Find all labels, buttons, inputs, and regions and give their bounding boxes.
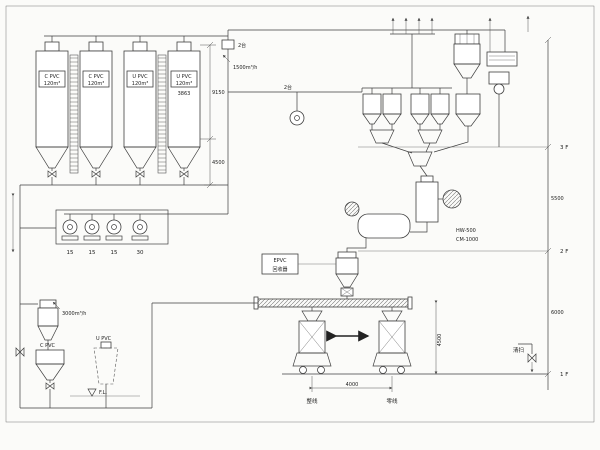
rotary-feeder: [488, 71, 510, 85]
blower-2: [83, 214, 101, 241]
silo-1-name: C PVC: [44, 74, 60, 80]
cleanout: 清扫: [513, 343, 537, 373]
receiving-hopper: [35, 349, 65, 365]
dust-filter-receiver: [390, 15, 530, 153]
hot-mixer-vessel: [415, 181, 439, 223]
blower-3: [105, 214, 123, 241]
cool-mixer-vessel: [357, 213, 411, 239]
ladder-1: [69, 54, 79, 174]
control-box: [486, 51, 518, 67]
bag-dump-station: 3000m³/h C PVC U PVC F.L.: [15, 185, 258, 409]
ladder-2: [157, 54, 167, 174]
day-bin-4: [430, 88, 450, 130]
day-bin-2: [382, 88, 402, 130]
flexible-bag: [93, 347, 119, 385]
dim-f3-f2: 5500: [551, 196, 564, 202]
dim-silo-height: 9150: [212, 90, 225, 96]
transfer-blower: [289, 110, 305, 126]
blower-1-power: 15: [67, 250, 74, 256]
silo-4: U PVC 120m³ 3863: [167, 41, 201, 185]
vent-arrows: [390, 15, 530, 88]
blower-4-power: 30: [137, 250, 144, 256]
blower-4: [131, 214, 149, 241]
dim-station-height: 4500: [437, 334, 443, 347]
floor-1f: 1 F: [560, 372, 568, 378]
units-label-top: 2台: [238, 42, 246, 49]
floor-2f: 2 F: [560, 249, 568, 255]
day-bin-1: [362, 88, 382, 130]
blower-room: 15 15 15 30: [11, 193, 228, 256]
upvc-label: U PVC: [96, 336, 112, 342]
packing-left-label: 整线: [306, 397, 318, 405]
hot-mixer-label: HW-500: [456, 228, 476, 234]
main-piping: 2台 1500m³/h 2台: [221, 29, 506, 214]
silo-4-capacity: 120m³: [176, 81, 192, 87]
hot-mixer-motor: [442, 189, 462, 209]
silo-2-name: C PVC: [88, 74, 104, 80]
dim-f2-f1: 6000: [551, 310, 564, 316]
airflow-bag-label: 3000m³/h: [62, 311, 86, 317]
diverter-valve: [221, 39, 235, 50]
silo-4-dim: 3863: [178, 91, 191, 97]
cpvc-label: C PVC: [40, 343, 56, 349]
packing-stations: 4000 4500 整线 零线: [282, 300, 548, 405]
storage-silos: C PVC 120m³ C PVC 120m³ U PVC 120m³: [20, 35, 228, 189]
blower-3-power: 15: [111, 250, 118, 256]
elevation-column: 3 F 2 F 1 F 5500 6000: [358, 36, 568, 390]
silo-2-capacity: 120m³: [88, 81, 104, 87]
station-filter: [37, 307, 59, 327]
cool-mixer-motor: [344, 201, 360, 217]
floor-3f: 3 F: [560, 145, 568, 151]
recycler-label-2: 回收器: [272, 266, 287, 273]
station-right: [372, 310, 412, 374]
day-bin-3: [410, 88, 430, 130]
recycler: EPVC 回收器: [253, 251, 413, 311]
blower-1: [61, 214, 79, 241]
day-bins: [362, 88, 450, 177]
cleanout-label: 清扫: [513, 346, 524, 354]
weigh-hopper-2: [417, 129, 443, 144]
airflow-top-label: 1500m³/h: [233, 65, 257, 71]
cool-mixer-label: CM-1000: [456, 237, 478, 243]
silo-3-name: U PVC: [132, 74, 148, 80]
recycle-line: [20, 302, 258, 409]
silo-3-capacity: 120m³: [132, 81, 148, 87]
silo-2: C PVC 120m³: [79, 41, 113, 185]
mixer-unit: HW-500 CM-1000: [344, 175, 478, 252]
recycler-label-1: EPVC: [273, 258, 287, 264]
units-label-mid: 2台: [284, 84, 292, 91]
recycler-cyclone: [335, 257, 359, 275]
silo-1-capacity: 120m³: [44, 81, 60, 87]
station-left: [292, 310, 332, 374]
silo-3: U PVC 120m³: [123, 41, 157, 185]
weigh-hopper-1: [369, 129, 395, 144]
dim-station-span: 4000: [346, 382, 359, 388]
silo-1: C PVC 120m³: [35, 41, 69, 185]
drawing-border: [5, 5, 595, 423]
silo-dimensions: 9150 4500: [200, 41, 225, 189]
floor-level-label: F.L.: [99, 390, 107, 396]
screw-conveyor: [257, 298, 409, 308]
collecting-hopper: [407, 151, 433, 167]
packing-right-label: 零线: [386, 397, 398, 405]
dim-silo-lower: 4500: [212, 160, 225, 166]
blower-2-power: 15: [89, 250, 96, 256]
silo-4-name: U PVC: [176, 74, 192, 80]
